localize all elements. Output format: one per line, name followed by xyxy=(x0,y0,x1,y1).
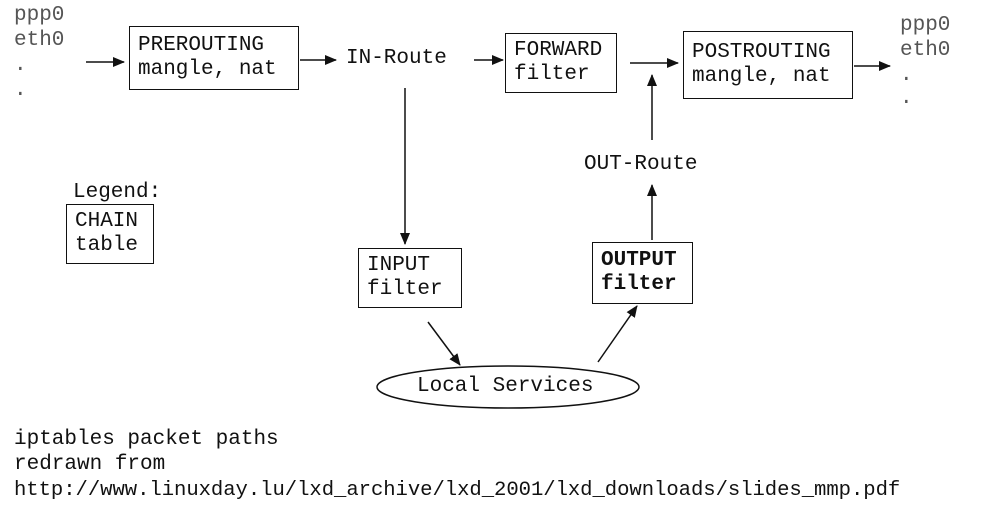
output-chain: OUTPUT xyxy=(601,249,677,272)
caption-line-1: iptables packet paths xyxy=(14,428,279,451)
output-table: filter xyxy=(601,273,677,296)
caption-line-3: http://www.linuxday.lu/lxd_archive/lxd_2… xyxy=(14,479,901,502)
input-interface-dot-2: . xyxy=(14,79,27,102)
out-route-label: OUT-Route xyxy=(584,153,698,176)
arrow-local-to-output xyxy=(597,305,638,363)
input-table: filter xyxy=(367,278,443,301)
legend-box: CHAIN table xyxy=(66,204,154,264)
output-interface-ppp0: ppp0 xyxy=(900,14,951,37)
local-services-ellipse xyxy=(376,365,640,409)
output-interface-dot-2: . xyxy=(900,87,913,110)
forward-box: FORWARD filter xyxy=(505,33,617,93)
postrouting-chain: POSTROUTING xyxy=(692,41,831,64)
output-interface-dot-1: . xyxy=(900,64,913,87)
local-services-label: Local Services xyxy=(417,375,594,398)
prerouting-table: mangle, nat xyxy=(138,58,277,81)
forward-chain: FORWARD xyxy=(514,39,603,62)
legend-chain: CHAIN xyxy=(75,210,139,233)
legend-title: Legend: xyxy=(73,181,162,204)
output-interface-eth0: eth0 xyxy=(900,39,951,62)
forward-table: filter xyxy=(514,63,590,86)
arrow-input-to-local xyxy=(427,321,461,366)
input-interface-dot-1: . xyxy=(14,54,27,77)
input-interface-eth0: eth0 xyxy=(14,29,65,52)
prerouting-box: PREROUTING mangle, nat xyxy=(129,26,299,90)
input-chain: INPUT xyxy=(367,254,431,277)
input-box: INPUT filter xyxy=(358,248,462,308)
postrouting-box: POSTROUTING mangle, nat xyxy=(683,31,853,99)
postrouting-table: mangle, nat xyxy=(692,65,831,88)
caption-line-2: redrawn from xyxy=(14,453,166,476)
output-box: OUTPUT filter xyxy=(592,242,693,304)
legend-table: table xyxy=(75,234,139,257)
prerouting-chain: PREROUTING xyxy=(138,34,265,57)
input-interface-ppp0: ppp0 xyxy=(14,4,65,27)
in-route-label: IN-Route xyxy=(346,47,447,70)
